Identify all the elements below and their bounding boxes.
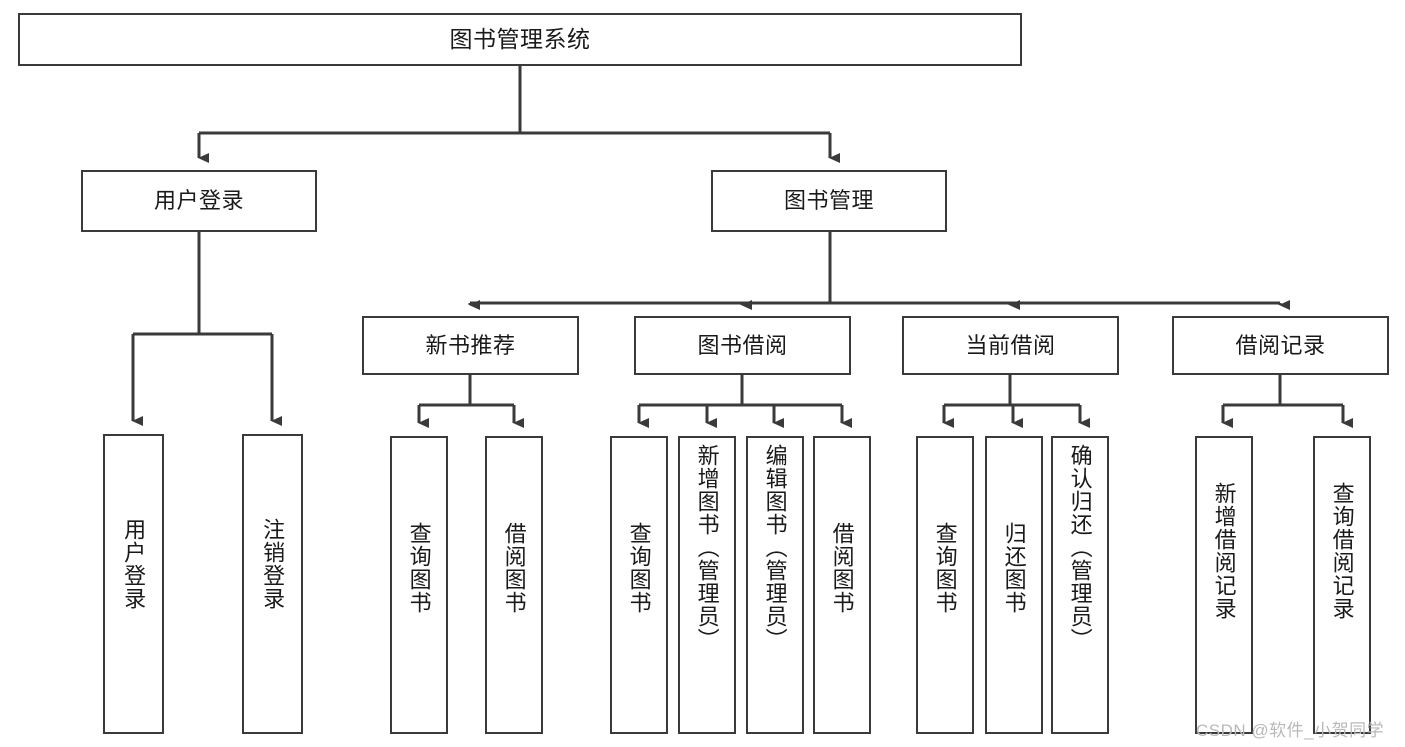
node-label: 当前借阅 (965, 332, 1056, 358)
leaf-record-query-borrow-record[interactable]: 查询借阅记录 (1313, 436, 1371, 734)
leaf-user-login[interactable]: 用户登录 (103, 434, 164, 734)
node-label: 借阅图书 (829, 522, 855, 614)
leaf-borrow-add-book-admin[interactable]: 新增图书（管理员） (678, 436, 736, 734)
node-label: 归还图书 (1001, 522, 1027, 614)
node-label: 用户登录 (121, 518, 147, 610)
node-label: 编辑图书（管理员） (762, 444, 788, 651)
leaf-record-add-borrow-record[interactable]: 新增借阅记录 (1195, 436, 1253, 734)
leaf-borrow-edit-book-admin[interactable]: 编辑图书（管理员） (746, 436, 804, 734)
node-root-book-management-system[interactable]: 图书管理系统 (18, 13, 1022, 66)
node-label: 查询借阅记录 (1329, 482, 1355, 620)
node-user-login[interactable]: 用户登录 (81, 170, 317, 232)
leaf-current-confirm-return-admin[interactable]: 确认归还（管理员） (1051, 436, 1109, 734)
node-label: 图书管理 (783, 188, 874, 214)
node-label: 确认归还（管理员） (1067, 444, 1093, 651)
node-label: 借阅记录 (1235, 332, 1326, 358)
leaf-current-return-book[interactable]: 归还图书 (985, 436, 1043, 734)
node-label: 查询图书 (626, 522, 652, 614)
leaf-current-query-book[interactable]: 查询图书 (916, 436, 974, 734)
node-label: 查询图书 (406, 522, 432, 614)
node-label: 用户登录 (153, 188, 244, 214)
leaf-borrow-borrow-book[interactable]: 借阅图书 (813, 436, 871, 734)
node-label: 新增图书（管理员） (694, 444, 720, 651)
node-borrow-record[interactable]: 借阅记录 (1172, 316, 1389, 375)
leaf-new-book-query[interactable]: 查询图书 (390, 436, 448, 734)
node-label: 图书管理系统 (449, 25, 591, 52)
node-label: 新增借阅记录 (1211, 482, 1237, 620)
node-new-book-recommend[interactable]: 新书推荐 (362, 316, 579, 375)
node-label: 新书推荐 (425, 332, 516, 358)
leaf-new-book-borrow[interactable]: 借阅图书 (485, 436, 543, 734)
leaf-user-logout[interactable]: 注销登录 (242, 434, 303, 734)
node-book-borrow[interactable]: 图书借阅 (634, 316, 851, 375)
node-label: 注销登录 (260, 518, 286, 610)
node-label: 查询图书 (932, 522, 958, 614)
node-book-management[interactable]: 图书管理 (711, 170, 947, 232)
node-label: 图书借阅 (697, 332, 788, 358)
node-label: 借阅图书 (501, 522, 527, 614)
leaf-borrow-query-book[interactable]: 查询图书 (610, 436, 668, 734)
node-current-borrow[interactable]: 当前借阅 (902, 316, 1119, 375)
